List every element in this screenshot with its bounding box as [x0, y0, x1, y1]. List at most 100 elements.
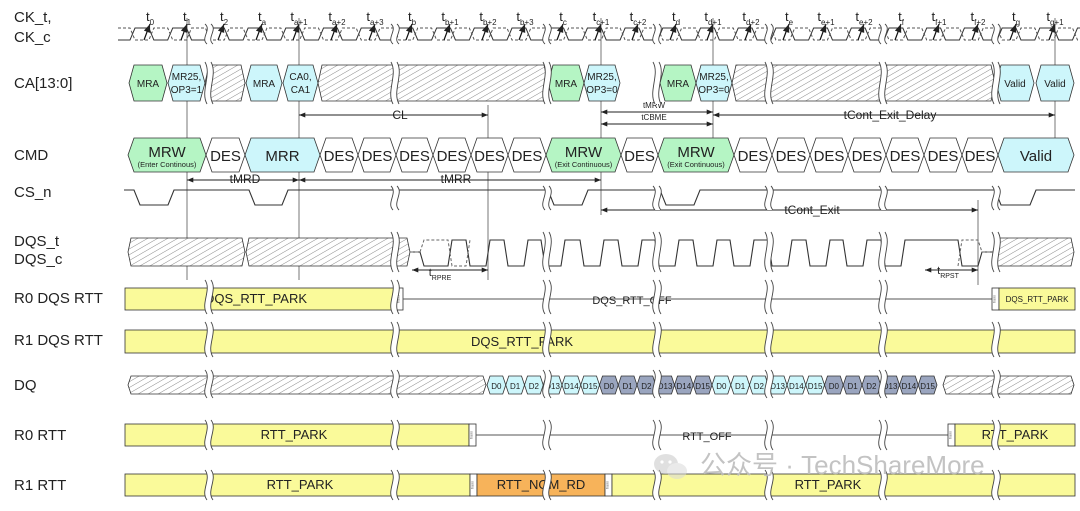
- clock-label-17: te: [785, 9, 794, 27]
- time-break-0-5-b: [210, 419, 214, 451]
- clock-edge-arrow-22: [971, 23, 979, 41]
- dq-beat-label-2-1: D1: [735, 382, 746, 391]
- cl-label: CL: [392, 108, 408, 122]
- signal-label-r0dqsrtt: R0 DQS RTT: [14, 290, 103, 307]
- time-break-5-3-b: [884, 231, 888, 273]
- time-break-5-5-b: [884, 321, 888, 358]
- time-break-2-6-b: [548, 369, 552, 399]
- signal-label-ck: CK_t, CK_c: [14, 9, 56, 46]
- time-break-0-4-a: [204, 369, 208, 399]
- time-break-4-8-a: [764, 469, 768, 501]
- time-break-3-1-fill: [652, 62, 662, 104]
- watermark: 公众号 · TechShareMore: [654, 450, 985, 480]
- time-break-2-0-b: [548, 23, 552, 45]
- time-break-5-6-b: [884, 369, 888, 399]
- clock-label-3-sub: a: [262, 18, 267, 27]
- time-break-4-6-a: [764, 369, 768, 399]
- time-break-0-2-a: [204, 279, 208, 315]
- time-break-6-6-b: [997, 419, 1001, 451]
- time-break-1-5-a: [390, 321, 394, 358]
- time-break-1-4-b: [396, 279, 400, 315]
- clock-label-5-sub: a+2: [332, 18, 346, 27]
- clock-label-18: te+1: [817, 9, 835, 27]
- clock-label-11-sub: c: [563, 18, 567, 27]
- clock-label-6-base: t: [366, 9, 370, 24]
- dq-beat-label-1-2: D2: [641, 382, 652, 391]
- time-break-5-6-fill: [878, 370, 888, 398]
- clock-label-19-base: t: [855, 9, 859, 24]
- time-break-0-1-fill: [204, 62, 214, 104]
- clock-edge-arrow-6: [368, 23, 376, 41]
- dq-beat-label-1-1: D1: [623, 382, 634, 391]
- cmd-sublabel-mrw-enter: (Enter Continous): [138, 160, 197, 169]
- dqs-row: [127, 237, 1075, 267]
- clock-label-1: t1: [183, 9, 192, 27]
- clock-edge-arrow-4: [292, 23, 300, 41]
- ca-label-valid1: Valid: [1004, 79, 1026, 90]
- time-break-3-5-fill: [652, 322, 662, 357]
- r1-rtt-park-2: [611, 473, 1076, 497]
- clock-label-15-base: t: [704, 9, 708, 24]
- time-break-2-8-b: [548, 469, 552, 501]
- clock-label-18-base: t: [817, 9, 821, 24]
- clock-label-14-base: t: [672, 9, 676, 24]
- time-break-2-3-a: [542, 231, 546, 273]
- clock-label-14: td: [672, 9, 680, 27]
- ca-box-mr25c: [695, 64, 733, 102]
- cs-row: [124, 189, 1075, 206]
- time-break-0-2-fill: [204, 280, 214, 314]
- time-break-2-5-b: [548, 321, 552, 358]
- clock-label-21-base: t: [932, 9, 936, 24]
- ca-label-ca0-l1: CA0,: [289, 72, 311, 83]
- clock-label-24: tg+1: [1046, 9, 1064, 27]
- dqs-hatch-1: [245, 237, 411, 267]
- time-break-4-0-fill: [764, 24, 774, 44]
- time-break-2-8-a: [542, 469, 546, 501]
- time-break-6-2-b: [997, 185, 1001, 211]
- clock-edge-arrow-23: [1009, 23, 1017, 41]
- dq-beat-label-1-5: D15: [695, 382, 710, 391]
- clock-label-24-sub: g+1: [1050, 18, 1064, 27]
- time-break-3-0-fill: [652, 24, 662, 44]
- time-break-4-8-fill: [764, 470, 774, 500]
- clock-label-11: tc: [559, 9, 567, 27]
- clock-label-23-base: t: [1012, 9, 1016, 24]
- clock-label-19-sub: e+2: [859, 18, 873, 27]
- clock-label-13-sub: c+2: [633, 18, 647, 27]
- wechat-icon: [654, 454, 687, 479]
- clock-label-5-base: t: [328, 9, 332, 24]
- dq-hatch-1: [942, 375, 1075, 395]
- time-break-5-6-a: [878, 369, 882, 399]
- clock-label-16-base: t: [742, 9, 746, 24]
- clock-edge-arrow-9: [481, 23, 489, 41]
- dq-beat-label-0-4: D14: [564, 382, 579, 391]
- time-break-1-5-fill: [390, 322, 400, 357]
- time-break-6-3-b: [997, 231, 1001, 273]
- clock-edge-arrow-15: [706, 23, 714, 41]
- time-break-3-2-b: [658, 185, 662, 211]
- dqs-hatch-0: [127, 237, 246, 267]
- time-break-4-7-a: [764, 419, 768, 451]
- time-break-1-7-fill: [390, 420, 400, 450]
- time-break-3-4-a: [652, 279, 656, 315]
- time-break-5-1-b: [884, 61, 888, 105]
- cmd-label-des-7: DES: [624, 148, 655, 165]
- time-break-5-1-fill: [878, 62, 888, 104]
- time-break-3-6-a: [652, 369, 656, 399]
- time-break-2-7-b: [548, 419, 552, 451]
- cmd-label-des-8: DES: [738, 148, 769, 165]
- time-break-6-7-fill: [991, 470, 1001, 500]
- time-break-5-2-fill: [878, 186, 888, 210]
- dq-beat-label-0-2: D2: [529, 382, 540, 391]
- cmd-label-mrw-enter: MRW: [148, 144, 186, 161]
- dq-beat-label-2-4: D14: [789, 382, 804, 391]
- time-break-3-1-a: [652, 61, 656, 105]
- ca-box-mra1: [128, 64, 168, 102]
- time-break-0-1-b: [210, 61, 214, 105]
- signal-label-r0rtt: R0 RTT: [14, 427, 66, 444]
- r1-rtt-trans-1-text: trans: [471, 481, 475, 489]
- time-break-2-2-a: [542, 185, 546, 211]
- time-break-3-0-b: [658, 23, 662, 45]
- clock-label-3: ta: [258, 9, 267, 27]
- r0-rtt-park-end: [954, 423, 1076, 447]
